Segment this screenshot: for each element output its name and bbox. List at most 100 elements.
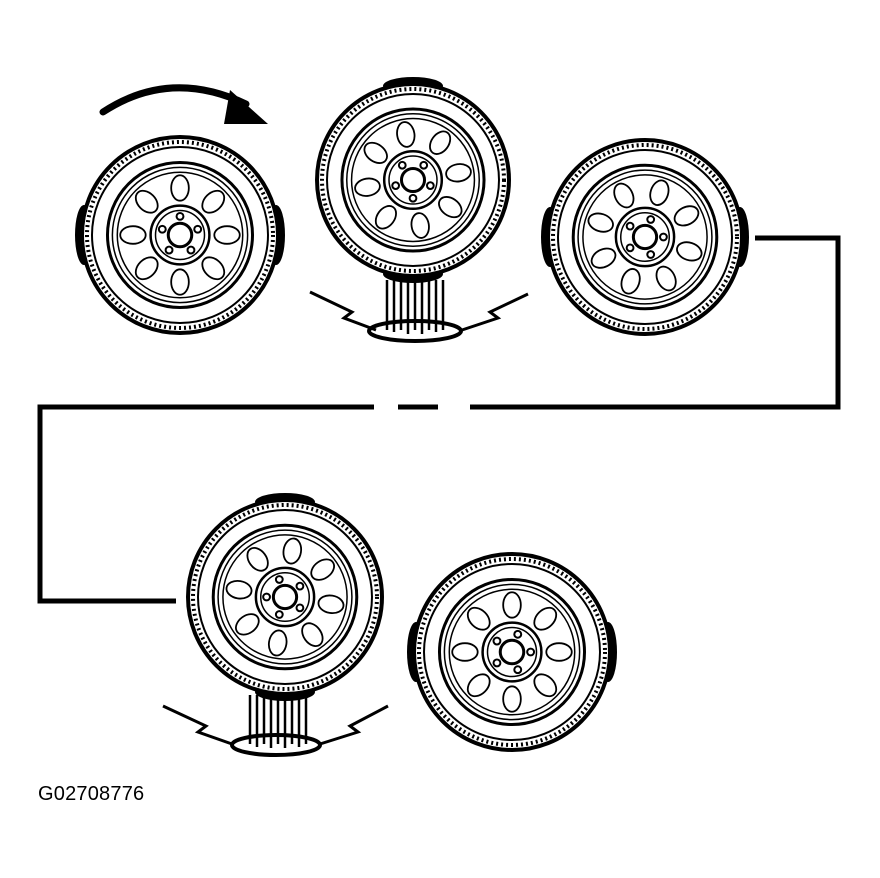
tire-tread (191, 503, 379, 691)
spoke-opening (267, 629, 288, 657)
spoke-opening (502, 685, 522, 713)
hub-ring (154, 209, 206, 261)
spoke-opening (429, 130, 452, 155)
hub-ring (486, 626, 538, 678)
lug-nut (175, 211, 185, 221)
rim-lip (443, 583, 581, 721)
rim-inner (116, 171, 244, 299)
rim-lip (346, 113, 480, 247)
spoke-opening (396, 121, 416, 148)
lug-nut (164, 245, 174, 255)
spoke-opening (363, 141, 388, 164)
lug-nut (262, 592, 271, 602)
rim-outer (340, 107, 486, 253)
rim-outer (105, 160, 255, 310)
hub-outer (149, 204, 211, 266)
lug-nut (513, 629, 523, 639)
lug-nut (419, 160, 429, 170)
lug-nut (193, 224, 203, 234)
spoke-opening (545, 642, 573, 662)
rim-inner (350, 117, 476, 243)
lug-nut (625, 243, 635, 253)
hub-outer (382, 149, 444, 211)
spoke-opening (655, 265, 677, 292)
center-bore (271, 583, 299, 611)
lug-nut (659, 232, 668, 242)
wheel-heavy-spot-side-2 (407, 552, 617, 752)
lug-nut (408, 193, 418, 203)
lug-nut (186, 245, 196, 255)
spoke-opening (317, 594, 345, 615)
rim-outer (437, 577, 587, 727)
figure-id-label: G02708776 (38, 783, 145, 805)
spoke-opening (587, 212, 614, 233)
tire-tread (417, 557, 607, 747)
spoke-opening (225, 579, 253, 600)
rotation-arrow (99, 84, 268, 124)
rim-outer (571, 163, 719, 311)
rim-lip (217, 529, 353, 665)
spoke-opening (466, 606, 491, 631)
spoke-opening (502, 591, 522, 619)
lug-nut (295, 603, 305, 613)
spoke-opening (590, 247, 617, 269)
wheel-heavy-spot-bottom-2 (186, 493, 384, 701)
rim-outer (211, 523, 359, 671)
spoke-opening (613, 182, 635, 209)
spoke-opening (310, 558, 335, 581)
spoke-opening (170, 174, 190, 202)
tire-inner-edge (197, 509, 373, 685)
lug-nut (646, 250, 656, 259)
spoke-opening (282, 537, 303, 565)
wheel-rotating (75, 135, 285, 335)
center-bore (498, 638, 526, 666)
spoke-opening (213, 225, 241, 245)
lug-nut (492, 658, 502, 668)
wheels (75, 77, 749, 752)
hub-outer (254, 566, 316, 628)
spoke-opening (374, 205, 397, 230)
lug-nut (274, 610, 284, 619)
spoke-opening (438, 196, 463, 219)
spoke-opening (673, 205, 700, 227)
tire-inner-edge (91, 146, 269, 324)
spoke-opening (451, 642, 479, 662)
contact-marks-bottom (162, 695, 389, 757)
tire-tread (551, 143, 739, 331)
spoke-opening (533, 606, 558, 631)
spoke-opening (620, 268, 641, 295)
hub-ring (260, 572, 310, 622)
spoke-opening (201, 256, 226, 281)
spoke-opening (445, 163, 472, 183)
lug-nut (625, 221, 635, 231)
tire-tread (85, 140, 275, 330)
tire-inner-edge (423, 563, 601, 741)
rim-inner (448, 588, 576, 716)
lug-nut (425, 181, 435, 190)
lug-nut (526, 647, 536, 657)
hub-ring (620, 212, 670, 262)
lug-nut (391, 181, 401, 190)
spoke-opening (533, 673, 558, 698)
spoke-opening (134, 256, 159, 281)
spoke-opening (301, 622, 324, 647)
rim-inner (222, 534, 348, 660)
spoke-opening (676, 241, 703, 262)
spoke-opening (235, 613, 260, 636)
wheel-heavy-spot-bottom (315, 77, 511, 283)
spoke-opening (649, 179, 670, 206)
lug-nut (157, 224, 167, 234)
center-bore (631, 223, 659, 251)
spoke-opening (170, 268, 190, 296)
tire-tread (320, 87, 506, 273)
center-bore (399, 166, 427, 194)
wheel-heavy-spot-side (541, 138, 749, 336)
connector-line (37, 235, 841, 604)
contact-marks-top (309, 280, 529, 343)
center-bore (166, 221, 194, 249)
tire-inner-edge (557, 149, 733, 325)
hub-ring (388, 155, 438, 205)
rim-lip (577, 169, 713, 305)
lug-nut (492, 636, 502, 646)
